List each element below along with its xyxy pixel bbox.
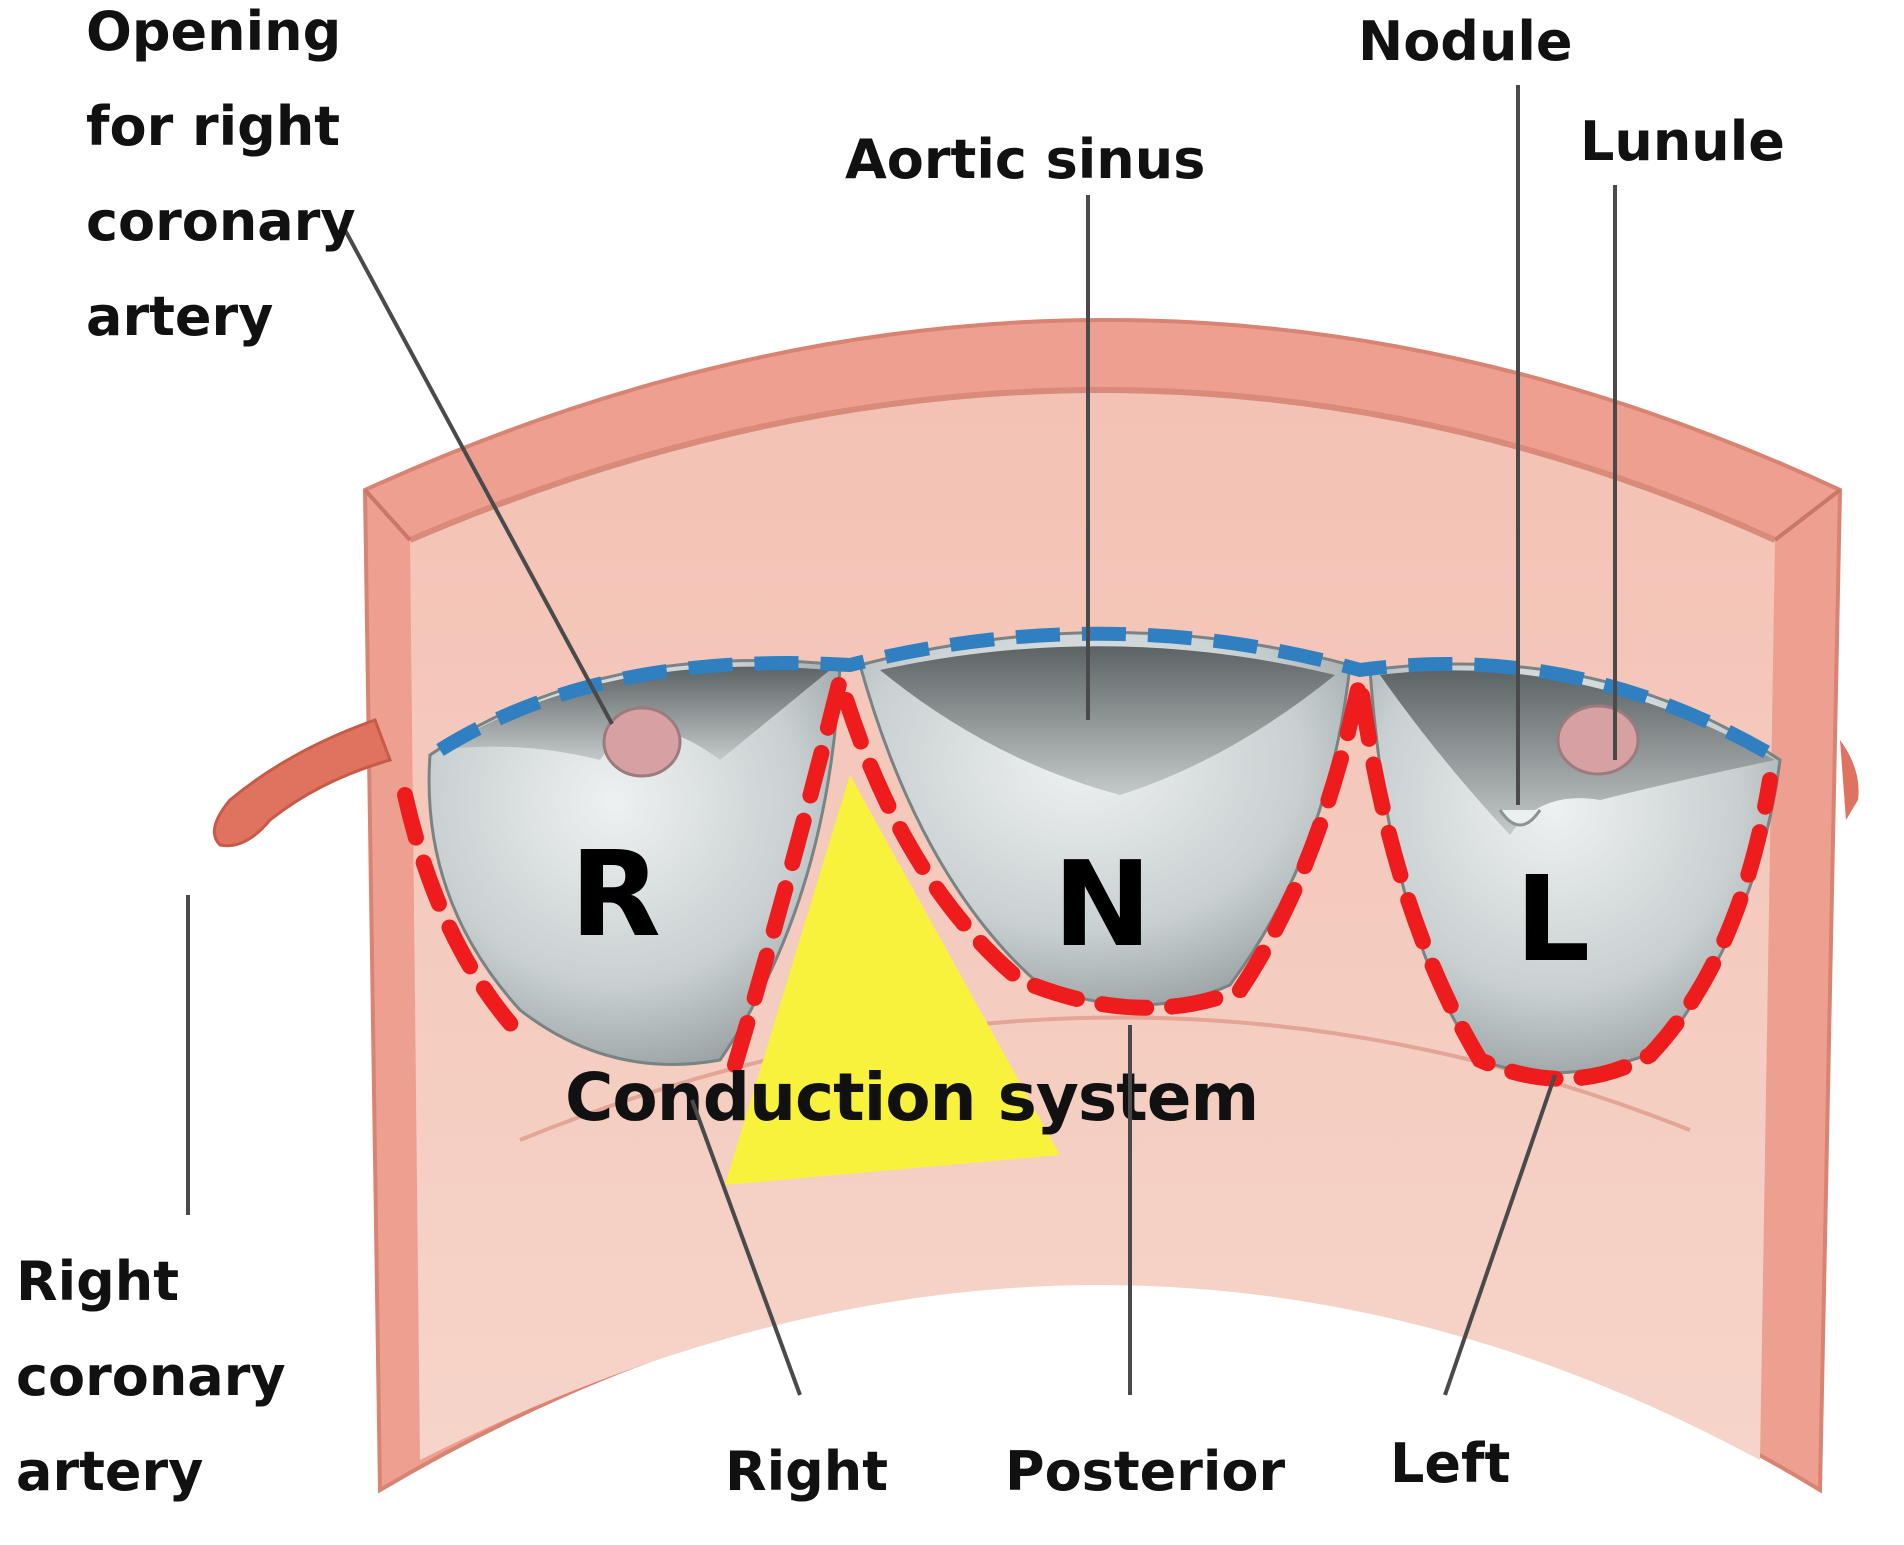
label-opening-3: coronary: [86, 190, 356, 253]
label-opening-2: for right: [86, 95, 340, 158]
right-coronary-artery: [212, 718, 392, 848]
label-rca-3: artery: [16, 1440, 203, 1503]
annulus-line: [397, 649, 1778, 1087]
label-rca-1: Right: [16, 1250, 179, 1313]
label-opening-1: Opening: [86, 0, 341, 63]
label-nodule: Nodule: [1358, 10, 1573, 73]
label-posterior-cusp: Posterior: [1005, 1440, 1285, 1503]
cusp-letter-l: L: [1515, 850, 1590, 988]
label-aortic-sinus: Aortic sinus: [845, 128, 1205, 191]
label-lunule: Lunule: [1580, 110, 1785, 173]
label-right-cusp: Right: [725, 1440, 888, 1503]
nodule-marker: [1498, 809, 1542, 827]
leader-lines: [186, 85, 1617, 1396]
label-opening-4: artery: [86, 285, 273, 348]
label-rca-2: coronary: [16, 1345, 286, 1408]
conduction-system-area: [725, 775, 1060, 1185]
cusp-letter-n: N: [1053, 835, 1152, 973]
cusp-letter-r: R: [570, 825, 661, 963]
conduction-system-label: Conduction system: [565, 1059, 1258, 1136]
label-left-cusp: Left: [1390, 1432, 1510, 1495]
coronary-opening-right: [602, 706, 682, 778]
coronary-opening-left: [1556, 704, 1640, 776]
sinotubular-junction-line: [436, 626, 1784, 767]
cusp-left: [1368, 662, 1782, 1075]
cusp-noncoronary: [858, 631, 1352, 1007]
